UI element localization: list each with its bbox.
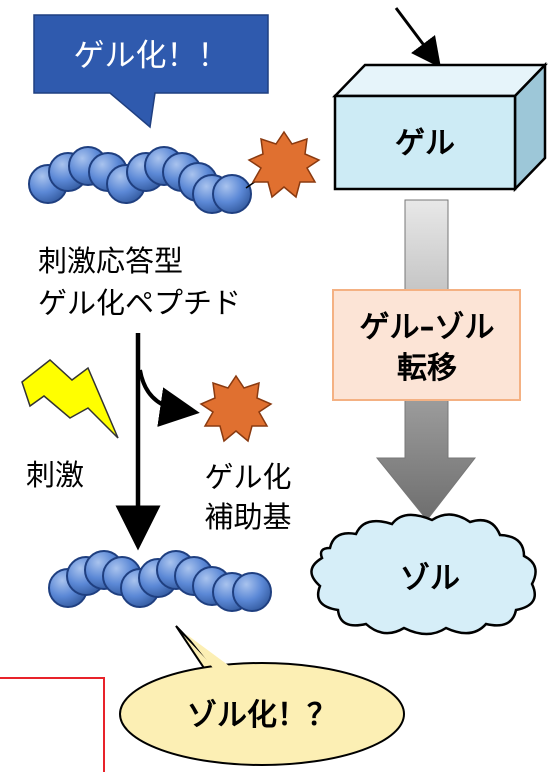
lightning-bolt — [21, 359, 119, 439]
transition-label-box: ゲル–ゾル 転移 — [332, 289, 521, 401]
peptide-chain-top — [28, 146, 252, 214]
red-outline-box — [0, 677, 105, 772]
transition-label-line2: 転移 — [397, 351, 457, 386]
peptide-label-line1: 刺激応答型 — [38, 244, 183, 278]
peptide-label-line2: ゲル化ペプチド — [38, 286, 241, 320]
speech-bubble-solation: ゾル化！？ — [119, 625, 405, 766]
gel-block: ゲル — [332, 61, 548, 193]
gel-label: ゲル — [395, 126, 455, 161]
branch-arrow — [138, 369, 200, 427]
speech-bubble-solation-text: ゾル化！？ — [187, 698, 337, 733]
sol-label: ゾル — [400, 561, 460, 596]
speech-bubble-gelation-text: ゲル化！！ — [74, 38, 229, 74]
aux-label-line1: ゲル化 — [204, 460, 291, 494]
incoming-arrow — [394, 7, 441, 68]
aux-label-line2: 補助基 — [204, 500, 291, 534]
gelation-group-star-top — [247, 130, 321, 199]
speech-bubble-gelation: ゲル化！！ — [33, 14, 269, 129]
transition-label-line1: ゲル–ゾル — [360, 310, 495, 345]
stimulus-label: 刺激 — [26, 458, 84, 492]
gelation-group-star-released — [199, 374, 273, 443]
sol-cloud: ゾル — [310, 513, 537, 636]
peptide-chain-bottom — [48, 550, 272, 612]
